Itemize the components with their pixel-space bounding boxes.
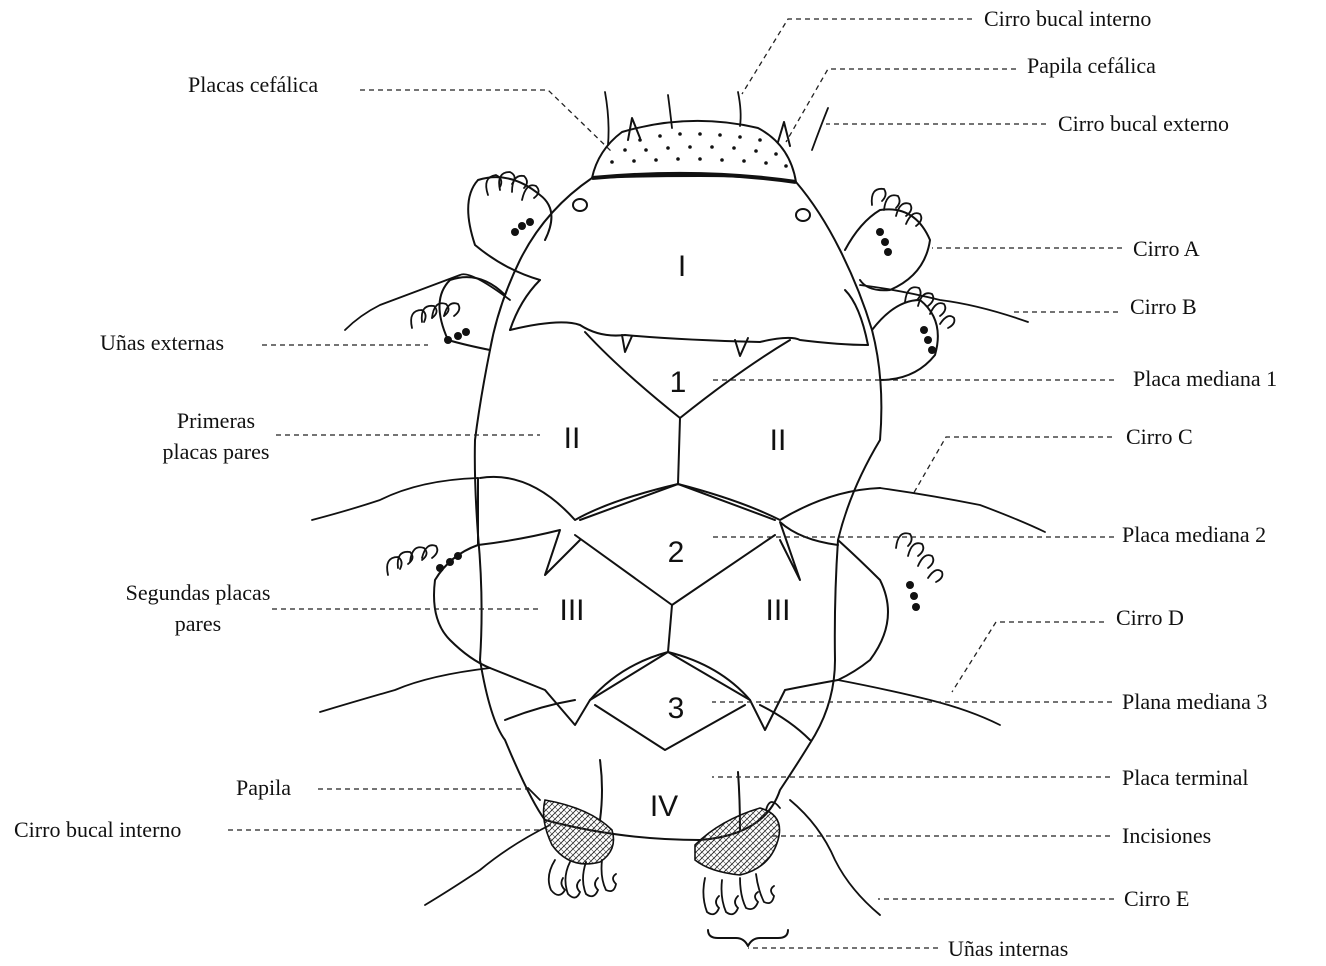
median-plate-1 [585,332,790,418]
plate-numbers: I 1 II II 2 III III 3 IV [559,250,790,823]
plate-label-II-right: II [770,424,787,457]
label-cirro-c: Cirro C [1126,421,1193,452]
brace-unas-internas [708,930,788,946]
label-unas-internas: Uñas internas [948,933,1068,964]
plate-label-IV: IV [650,790,678,823]
leg-1-left [468,172,551,280]
plate-label-III-left: III [559,594,584,627]
label-cirro-a: Cirro A [1133,233,1200,264]
leg-3-left [387,545,490,668]
label-segundas-line-1: Segundas placas [108,577,288,608]
label-cirro-bucal-interno-top: Cirro bucal interno [984,3,1151,34]
label-cirro-d: Cirro D [1116,602,1184,633]
label-cirro-e: Cirro E [1124,883,1189,914]
eye-spots [573,199,810,221]
label-segundas-line-2: pares [108,608,288,639]
label-primeras-placas-pares: Primeras placas pares [150,405,282,467]
hind-leg-right [695,808,780,914]
cephalic-plate-dots [610,132,788,168]
label-plana-mediana-3: Plana mediana 3 [1122,686,1267,717]
plate-label-I: I [678,250,686,283]
label-primeras-line-2: placas pares [150,436,282,467]
label-papila: Papila [236,772,291,803]
leg-2-right [872,287,954,380]
label-segundas-placas-pares: Segundas placas pares [108,577,288,639]
label-cirro-b: Cirro B [1130,291,1197,322]
label-primeras-line-1: Primeras [150,405,282,436]
plate-label-III-right: III [765,594,790,627]
cephalic-plate [592,121,796,182]
label-placa-mediana-1: Placa mediana 1 [1133,363,1277,394]
label-cirro-bucal-externo: Cirro bucal externo [1058,108,1229,139]
label-incisiones: Incisiones [1122,820,1211,851]
plate-I-boundary [510,280,868,345]
plate-label-1: 1 [670,366,687,399]
label-cirro-bucal-interno-bottom: Cirro bucal interno [14,814,181,845]
leg-1-right [845,189,930,290]
plate-label-3: 3 [668,692,685,725]
label-placa-mediana-2: Placa mediana 2 [1122,519,1266,550]
label-papila-cefalica: Papila cefálica [1027,50,1156,81]
label-placa-terminal: Placa terminal [1122,762,1248,793]
plate-label-II-left: II [564,422,581,455]
label-unas-externas: Uñas externas [100,327,224,358]
plate-label-2: 2 [668,536,685,569]
label-placas-cefalica: Placas cefálica [188,69,318,100]
hind-leg-left [544,800,616,898]
leg-3-right [838,533,942,680]
